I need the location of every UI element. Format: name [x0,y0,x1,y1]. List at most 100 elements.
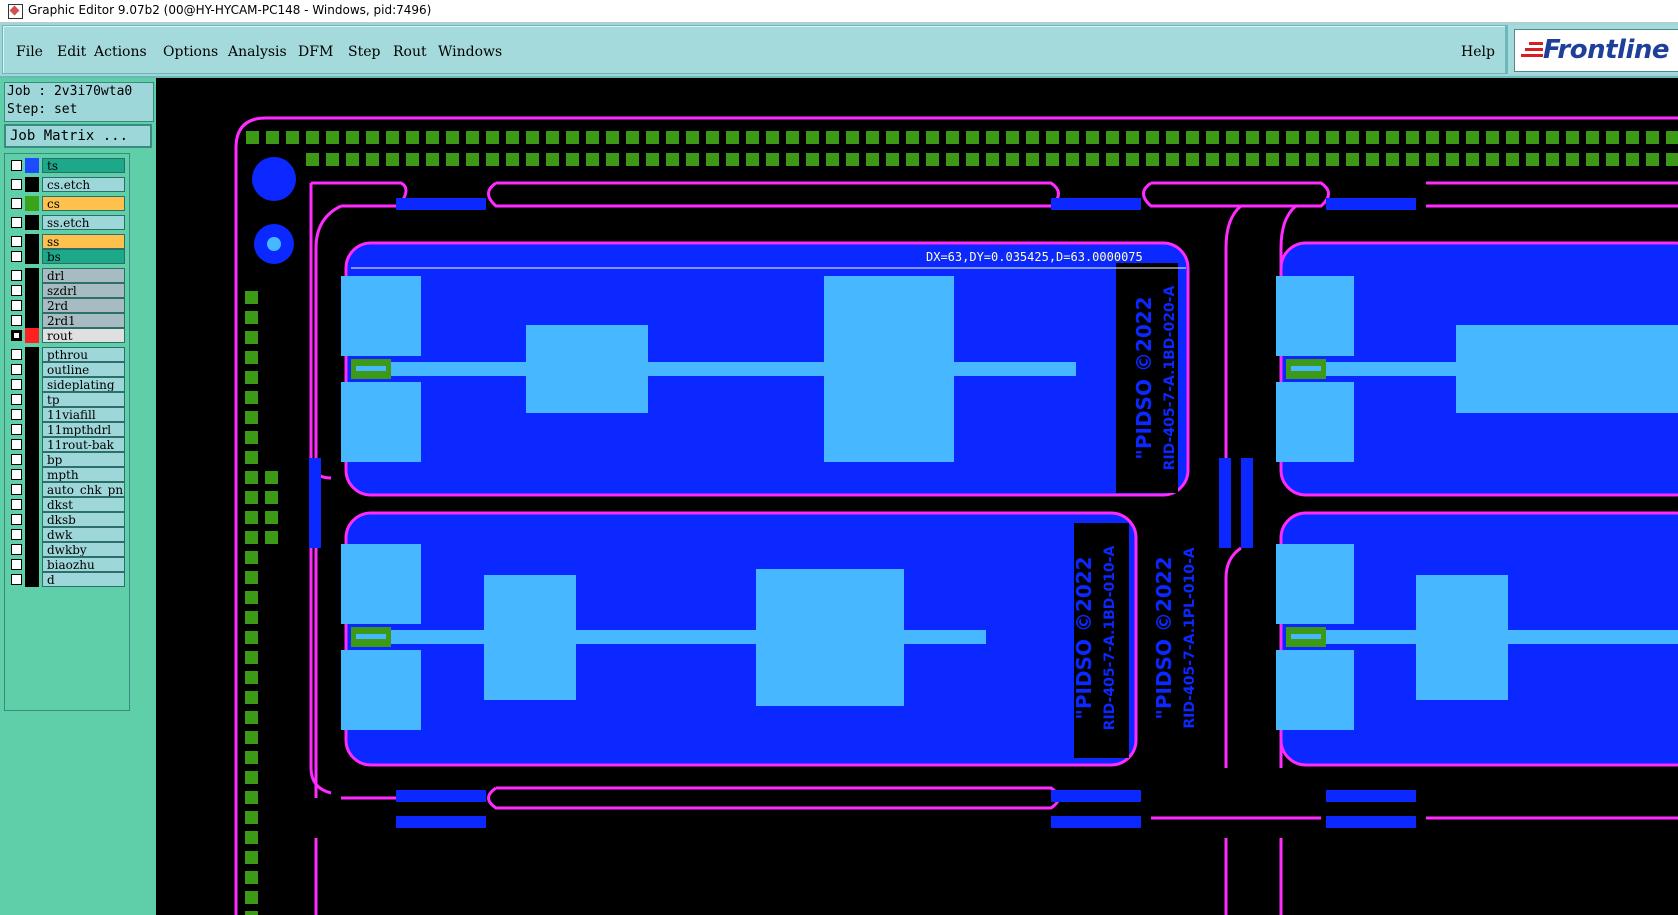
layer-checkbox[interactable] [11,285,22,296]
layer-row-ts[interactable]: ts [7,158,125,173]
brand-logo: Frontline [1514,29,1678,72]
fiducial-dot [265,531,278,544]
layer-checkbox[interactable] [11,251,22,262]
layer-row-biaozhu[interactable]: biaozhu [7,557,125,572]
layer-row-ss[interactable]: ss [7,234,125,249]
layer-row-bs[interactable]: bs [7,249,125,264]
layer-row-pthrou[interactable]: pthrou [7,347,125,362]
fiducial-dot [245,771,258,784]
graphics-canvas[interactable]: "PIDSO ©2022 RID-405-7-A.1BD-020-A "PIDS… [156,78,1678,915]
layer-checkbox[interactable] [11,179,22,190]
fiducial-dot [245,471,258,484]
fiducial-dot [1146,131,1159,144]
fiducial-dot [346,153,359,166]
menu-step[interactable]: Step [348,44,381,60]
layer-row-cs[interactable]: cs [7,196,125,211]
menu-edit[interactable]: Edit [57,44,87,60]
fiducial-dot [646,153,659,166]
menu-file[interactable]: File [16,44,43,60]
layer-row-bp[interactable]: bp [7,452,125,467]
layer-checkbox[interactable] [11,300,22,311]
layer-row-11viafill[interactable]: 11viafill [7,407,125,422]
layer-row-mpth[interactable]: mpth [7,467,125,482]
layer-row-2rd[interactable]: 2rd [7,298,125,313]
fiducial-dot [766,131,779,144]
layer-checkbox[interactable] [11,379,22,390]
layer-checkbox[interactable] [11,217,22,228]
layer-row-dkst[interactable]: dkst [7,497,125,512]
layer-checkbox[interactable] [11,198,22,209]
fiducial-dot [1406,131,1419,144]
pcb-unit-2: "PIDSO ©2022 RID-405-7-A.1BD-010-A "PIDS… [341,511,1198,767]
menu-analysis[interactable]: Analysis [228,44,287,60]
layer-checkbox[interactable] [11,544,22,555]
layer-row-11rout-bak[interactable]: 11rout-bak [7,437,125,452]
layer-row-dksb[interactable]: dksb [7,512,125,527]
layer-checkbox[interactable] [11,454,22,465]
menu-windows[interactable]: Windows [438,44,503,60]
menu-dfm[interactable]: DFM [298,44,334,60]
layer-row-2rd1[interactable]: 2rd1 [7,313,125,328]
fiducial-dot [926,153,939,166]
layer-row-sideplating[interactable]: sideplating [7,377,125,392]
fiducial-dot [926,131,939,144]
menu-help[interactable]: Help [1461,44,1495,60]
fiducial-dot [245,791,258,804]
fiducial-dot [245,891,258,904]
layer-color-swatch [25,422,39,437]
layer-checkbox[interactable] [11,330,22,341]
fiducial-dot [1346,131,1359,144]
board-label-2a: "PIDSO ©2022 [1072,556,1096,719]
layer-row-szdrl[interactable]: szdrl [7,283,125,298]
brand-name: Frontline [1543,35,1670,65]
menu-options[interactable]: Options [163,44,219,60]
layer-checkbox[interactable] [11,514,22,525]
layer-checkbox[interactable] [11,364,22,375]
layer-checkbox[interactable] [11,270,22,281]
layer-checkbox[interactable] [11,574,22,585]
fiducial-dot [1366,131,1379,144]
layer-row-dwkby[interactable]: dwkby [7,542,125,557]
layer-row-ss-etch[interactable]: ss.etch [7,215,125,230]
fiducial-dot [446,153,459,166]
layer-checkbox[interactable] [11,315,22,326]
layer-row-cs-etch[interactable]: cs.etch [7,177,125,192]
layer-checkbox[interactable] [11,424,22,435]
layer-checkbox[interactable] [11,394,22,405]
layer-color-swatch [25,527,39,542]
layer-row-outline[interactable]: outline [7,362,125,377]
layer-row-tp[interactable]: tp [7,392,125,407]
fiducial-dot [1386,153,1399,166]
layer-checkbox[interactable] [11,349,22,360]
fiducial-dot [1666,131,1678,144]
fiducial-dot [1326,131,1339,144]
layer-checkbox[interactable] [11,499,22,510]
fiducial-dot [245,691,258,704]
layer-row-d[interactable]: d [7,572,125,587]
layer-row-dwk[interactable]: dwk [7,527,125,542]
job-matrix-button[interactable]: Job Matrix ... [4,124,152,148]
layer-row-11mpthdrl[interactable]: 11mpthdrl [7,422,125,437]
layer-checkbox[interactable] [11,559,22,570]
layer-checkbox[interactable] [11,484,22,495]
menu-strip: File Edit Actions Options Analysis DFM S… [2,25,1506,74]
layer-row-drl[interactable]: drl [7,268,125,283]
menu-actions[interactable]: Actions [94,44,147,60]
fiducial-dot [506,153,519,166]
layer-name: ss [42,234,125,249]
layer-checkbox[interactable] [11,236,22,247]
layer-color-swatch [25,362,39,377]
layer-checkbox[interactable] [11,529,22,540]
layer-row-rout[interactable]: rout [7,328,125,343]
layer-checkbox[interactable] [11,409,22,420]
fiducial-dot [1406,153,1419,166]
layer-checkbox[interactable] [11,469,22,480]
menu-rout[interactable]: Rout [393,44,427,60]
fiducial-dot [1226,153,1239,166]
layer-checkbox[interactable] [11,439,22,450]
layer-row-auto-chk-pn[interactable]: auto_chk_pn [7,482,125,497]
layer-color-swatch [25,298,39,313]
layer-checkbox[interactable] [11,160,22,171]
fiducial-dot [1046,131,1059,144]
